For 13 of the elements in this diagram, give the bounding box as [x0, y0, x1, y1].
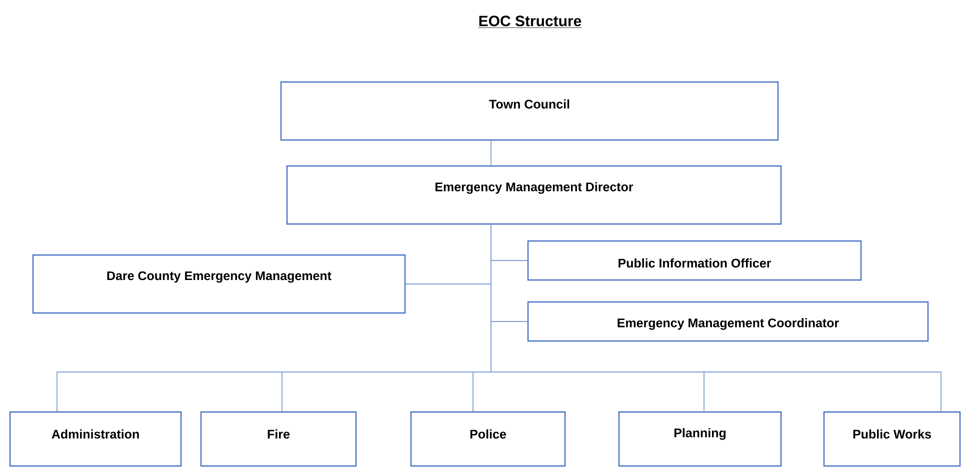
org-box: Planning — [618, 411, 782, 467]
org-box: Police — [410, 411, 566, 467]
connector-line — [490, 224, 942, 412]
org-box: Public Information Officer — [527, 240, 862, 281]
org-box: Administration — [9, 411, 182, 467]
org-box: Town Council — [280, 81, 779, 141]
org-box: Public Works — [823, 411, 961, 467]
org-box: Fire — [200, 411, 357, 467]
connector-line — [490, 140, 492, 166]
title: EOC Structure — [478, 16, 582, 28]
org-box: Dare County Emergency Management — [32, 254, 406, 314]
org-box: Emergency Management Coordinator — [527, 301, 929, 342]
org-box: Emergency Management Director — [286, 165, 782, 225]
